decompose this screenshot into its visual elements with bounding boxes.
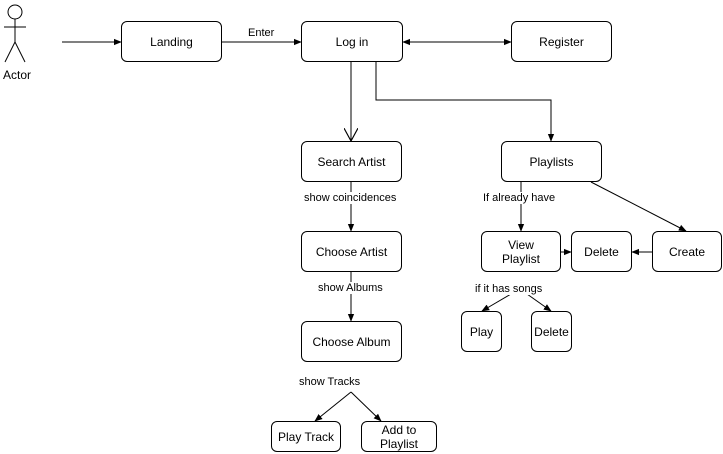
edge-label-show-albums: show Albums [317, 282, 384, 294]
edge-label-enter: Enter [247, 27, 276, 39]
node-delete-song[interactable]: Delete [531, 311, 572, 352]
node-choose-artist[interactable]: Choose Artist [301, 231, 402, 272]
node-view-playlist[interactable]: View Playlist [481, 231, 561, 272]
node-search-artist[interactable]: Search Artist [301, 141, 402, 182]
node-add-to-playlist[interactable]: Add to Playlist [361, 421, 437, 452]
edge-label-show-coincidences: show coincidences [303, 192, 398, 204]
edge-label-show-tracks: show Tracks [298, 376, 362, 388]
edge-login-playlists [375, 62, 555, 142]
node-choose-album[interactable]: Choose Album [301, 321, 402, 362]
actor-icon [4, 4, 26, 63]
node-delete-playlist[interactable]: Delete [571, 231, 632, 272]
actor-label: Actor [3, 68, 32, 82]
node-play[interactable]: Play [461, 311, 502, 352]
node-login[interactable]: Log in [301, 21, 403, 62]
node-create[interactable]: Create [652, 231, 722, 272]
edge-playlists-create [590, 181, 687, 232]
node-landing[interactable]: Landing [121, 21, 222, 62]
edge-album-add-playlist [350, 391, 382, 422]
node-register[interactable]: Register [511, 21, 612, 62]
edge-album-play-track [314, 391, 352, 422]
edge-label-if-already-have: If already have [482, 192, 557, 204]
node-playlists[interactable]: Playlists [501, 141, 602, 182]
edge-label-if-it-has-songs: if it has songs [474, 283, 544, 295]
node-play-track[interactable]: Play Track [271, 421, 341, 452]
edge-view-delete-song [526, 293, 552, 312]
edge-view-play [481, 293, 512, 312]
